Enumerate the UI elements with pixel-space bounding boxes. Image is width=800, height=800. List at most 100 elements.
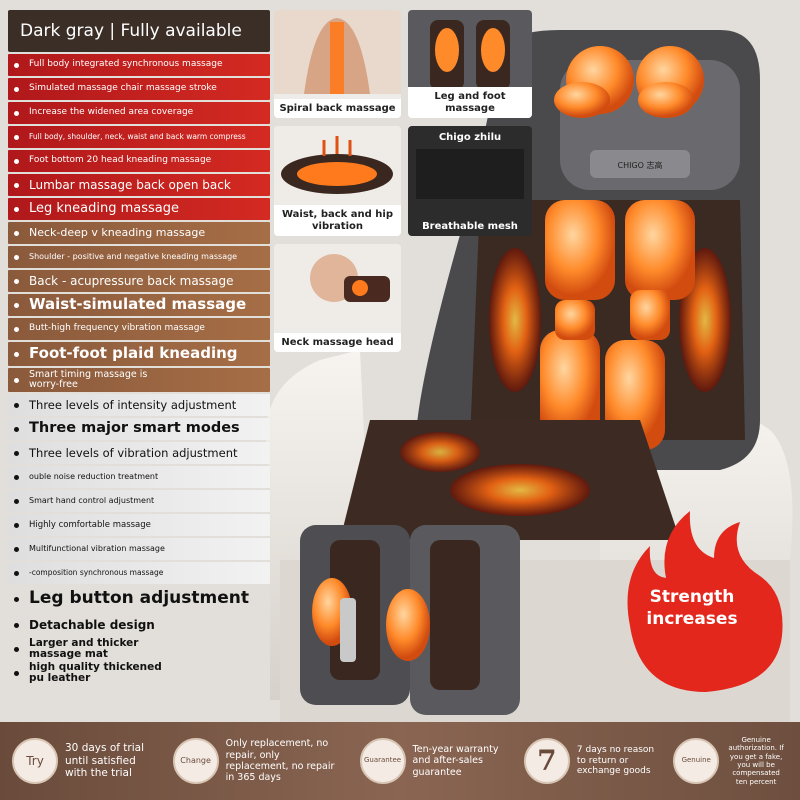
feature-text: -composition synchronous massage	[29, 568, 164, 578]
bullet-icon	[14, 402, 19, 408]
bullet-icon	[14, 326, 19, 332]
feature-text: high quality thickened pu leather	[29, 662, 162, 684]
panel-leg-foot: Leg and foot massage	[408, 10, 532, 118]
feature-item: Foot bottom 20 head kneading massage	[8, 150, 270, 172]
panel-breathable-mesh: Chigo zhilu Breathable mesh	[408, 126, 532, 236]
bullet-icon	[14, 230, 19, 236]
bullet-icon	[14, 278, 19, 284]
feature-text: Butt-high frequency vibration massage	[29, 323, 205, 334]
feature-item: Larger and thicker massage mat	[8, 638, 270, 660]
mesh-image	[416, 149, 524, 199]
service-guarantee: Guarantee Ten-year warranty and after-sa…	[359, 738, 510, 784]
bullet-icon	[14, 498, 19, 504]
waist-back-hip-caption: Waist, back and hip vibration	[274, 205, 401, 236]
bullet-icon	[14, 670, 19, 676]
service-try-text: 30 days of trial until satisfied with th…	[65, 742, 144, 780]
service-guarantee-text: Ten-year warranty and after-sales guaran…	[412, 743, 499, 778]
feature-item: Simulated massage chair massage stroke	[8, 78, 270, 100]
feature-text: Larger and thicker massage mat	[29, 638, 139, 660]
brand-logo: CHIGO 志高	[618, 160, 663, 170]
service-return: 7 7 days no reason to return or exchange…	[523, 738, 659, 784]
feature-text: Detachable design	[29, 617, 155, 632]
service-strip: Try 30 days of trial until satisfied wit…	[0, 722, 800, 800]
feature-text: Leg kneading massage	[29, 201, 180, 217]
service-return-text: 7 days no reason to return or exchange g…	[576, 744, 655, 777]
feature-item: Highly comfortable massage	[8, 514, 270, 536]
feature-text: Full body, shoulder, neck, waist and bac…	[29, 132, 246, 142]
service-change: Change Only replacement, no repair, only…	[172, 738, 346, 784]
feature-item: Multifunctional vibration massage	[8, 538, 270, 560]
feature-item: Lumbar massage back open back	[8, 174, 270, 196]
feature-text: Three major smart modes	[29, 420, 240, 437]
feature-item: Full body integrated synchronous massage	[8, 54, 270, 76]
feature-text: ouble noise reduction treatment	[29, 471, 159, 481]
feature-item: Increase the widened area coverage	[8, 102, 270, 124]
bullet-icon	[14, 254, 19, 260]
neck-massage-image	[274, 244, 401, 328]
service-genuine-text: Genuine authorization. If you get a fake…	[728, 735, 784, 786]
try-icon: Try	[12, 738, 58, 784]
leg-foot-image	[408, 10, 532, 94]
feature-text: Highly comfortable massage	[29, 519, 151, 530]
feature-text: Neck-deep v kneading massage	[29, 226, 206, 240]
feature-text: Multifunctional vibration massage	[29, 543, 165, 553]
bullet-icon	[14, 62, 19, 68]
massage-chair-illustration: CHIGO 志高	[265, 30, 793, 722]
bullet-icon	[14, 158, 19, 164]
bullet-icon	[14, 450, 19, 456]
feature-item: Three levels of intensity adjustment	[8, 394, 270, 416]
feature-item: Three levels of vibration adjustment	[8, 442, 270, 464]
feature-item: Back - acupressure back massage	[8, 270, 270, 292]
feature-text: Increase the widened area coverage	[29, 107, 194, 118]
bullet-icon	[14, 206, 19, 212]
service-try: Try 30 days of trial until satisfied wit…	[12, 738, 159, 784]
feature-item: Neck-deep v kneading massage	[8, 222, 270, 244]
bullet-icon	[14, 110, 19, 116]
feature-item: Leg kneading massage	[8, 198, 270, 220]
bullet-icon	[14, 134, 19, 140]
bullet-icon	[14, 426, 19, 432]
brand-top-label: Chigo zhilu	[438, 132, 502, 143]
feature-item: Full body, shoulder, neck, waist and bac…	[8, 126, 270, 148]
bullet-icon	[14, 302, 19, 308]
bullet-icon	[14, 622, 19, 628]
feature-text: Full body integrated synchronous massage	[29, 59, 223, 70]
feature-text: Smart hand control adjustment	[29, 495, 155, 505]
feature-item: -composition synchronous massage	[8, 562, 270, 584]
feature-text: Smart timing massage is worry-free	[29, 369, 148, 390]
feature-item: high quality thickened pu leather	[8, 662, 270, 684]
panel-neck-head: Neck massage head	[274, 244, 401, 352]
bullet-icon	[14, 546, 19, 552]
bullet-icon	[14, 522, 19, 528]
service-genuine: Genuine Genuine authorization. If you ge…	[673, 736, 786, 786]
panel-spiral-back: Spiral back massage	[274, 10, 401, 118]
feature-item: Waist-simulated massage	[8, 294, 270, 316]
bullet-icon	[14, 646, 19, 652]
bullet-icon	[14, 570, 19, 576]
change-icon: Change	[172, 738, 219, 784]
breathable-caption: Breathable mesh	[422, 220, 518, 232]
strength-badge: Strength increases	[612, 586, 772, 630]
neck-head-caption: Neck massage head	[274, 332, 401, 352]
bullet-icon	[14, 474, 19, 480]
bullet-icon	[14, 377, 19, 383]
spiral-back-caption: Spiral back massage	[274, 98, 401, 118]
product-title: Dark gray | Fully available	[8, 10, 270, 52]
feature-text: Foot-foot plaid kneading	[29, 344, 238, 363]
feature-text: Waist-simulated massage	[29, 295, 247, 314]
waist-vibration-image	[274, 126, 401, 208]
feature-text: Shoulder - positive and negative kneadin…	[29, 251, 238, 261]
feature-text: Leg button adjustment	[29, 588, 249, 609]
strength-line1: Strength	[649, 587, 735, 607]
feature-item: Shoulder - positive and negative kneadin…	[8, 246, 270, 268]
service-change-text: Only replacement, no repair, only replac…	[225, 738, 335, 784]
leg-foot-caption: Leg and foot massage	[408, 87, 532, 118]
feature-text: Lumbar massage back open back	[29, 177, 231, 192]
seven-days-icon: 7	[523, 738, 570, 784]
feature-item: Leg button adjustment	[8, 586, 270, 612]
spiral-back-image	[274, 10, 401, 94]
bullet-icon	[14, 596, 19, 602]
panel-waist-back-hip: Waist, back and hip vibration	[274, 126, 401, 236]
flame-icon	[627, 511, 783, 692]
feature-item: Butt-high frequency vibration massage	[8, 318, 270, 340]
